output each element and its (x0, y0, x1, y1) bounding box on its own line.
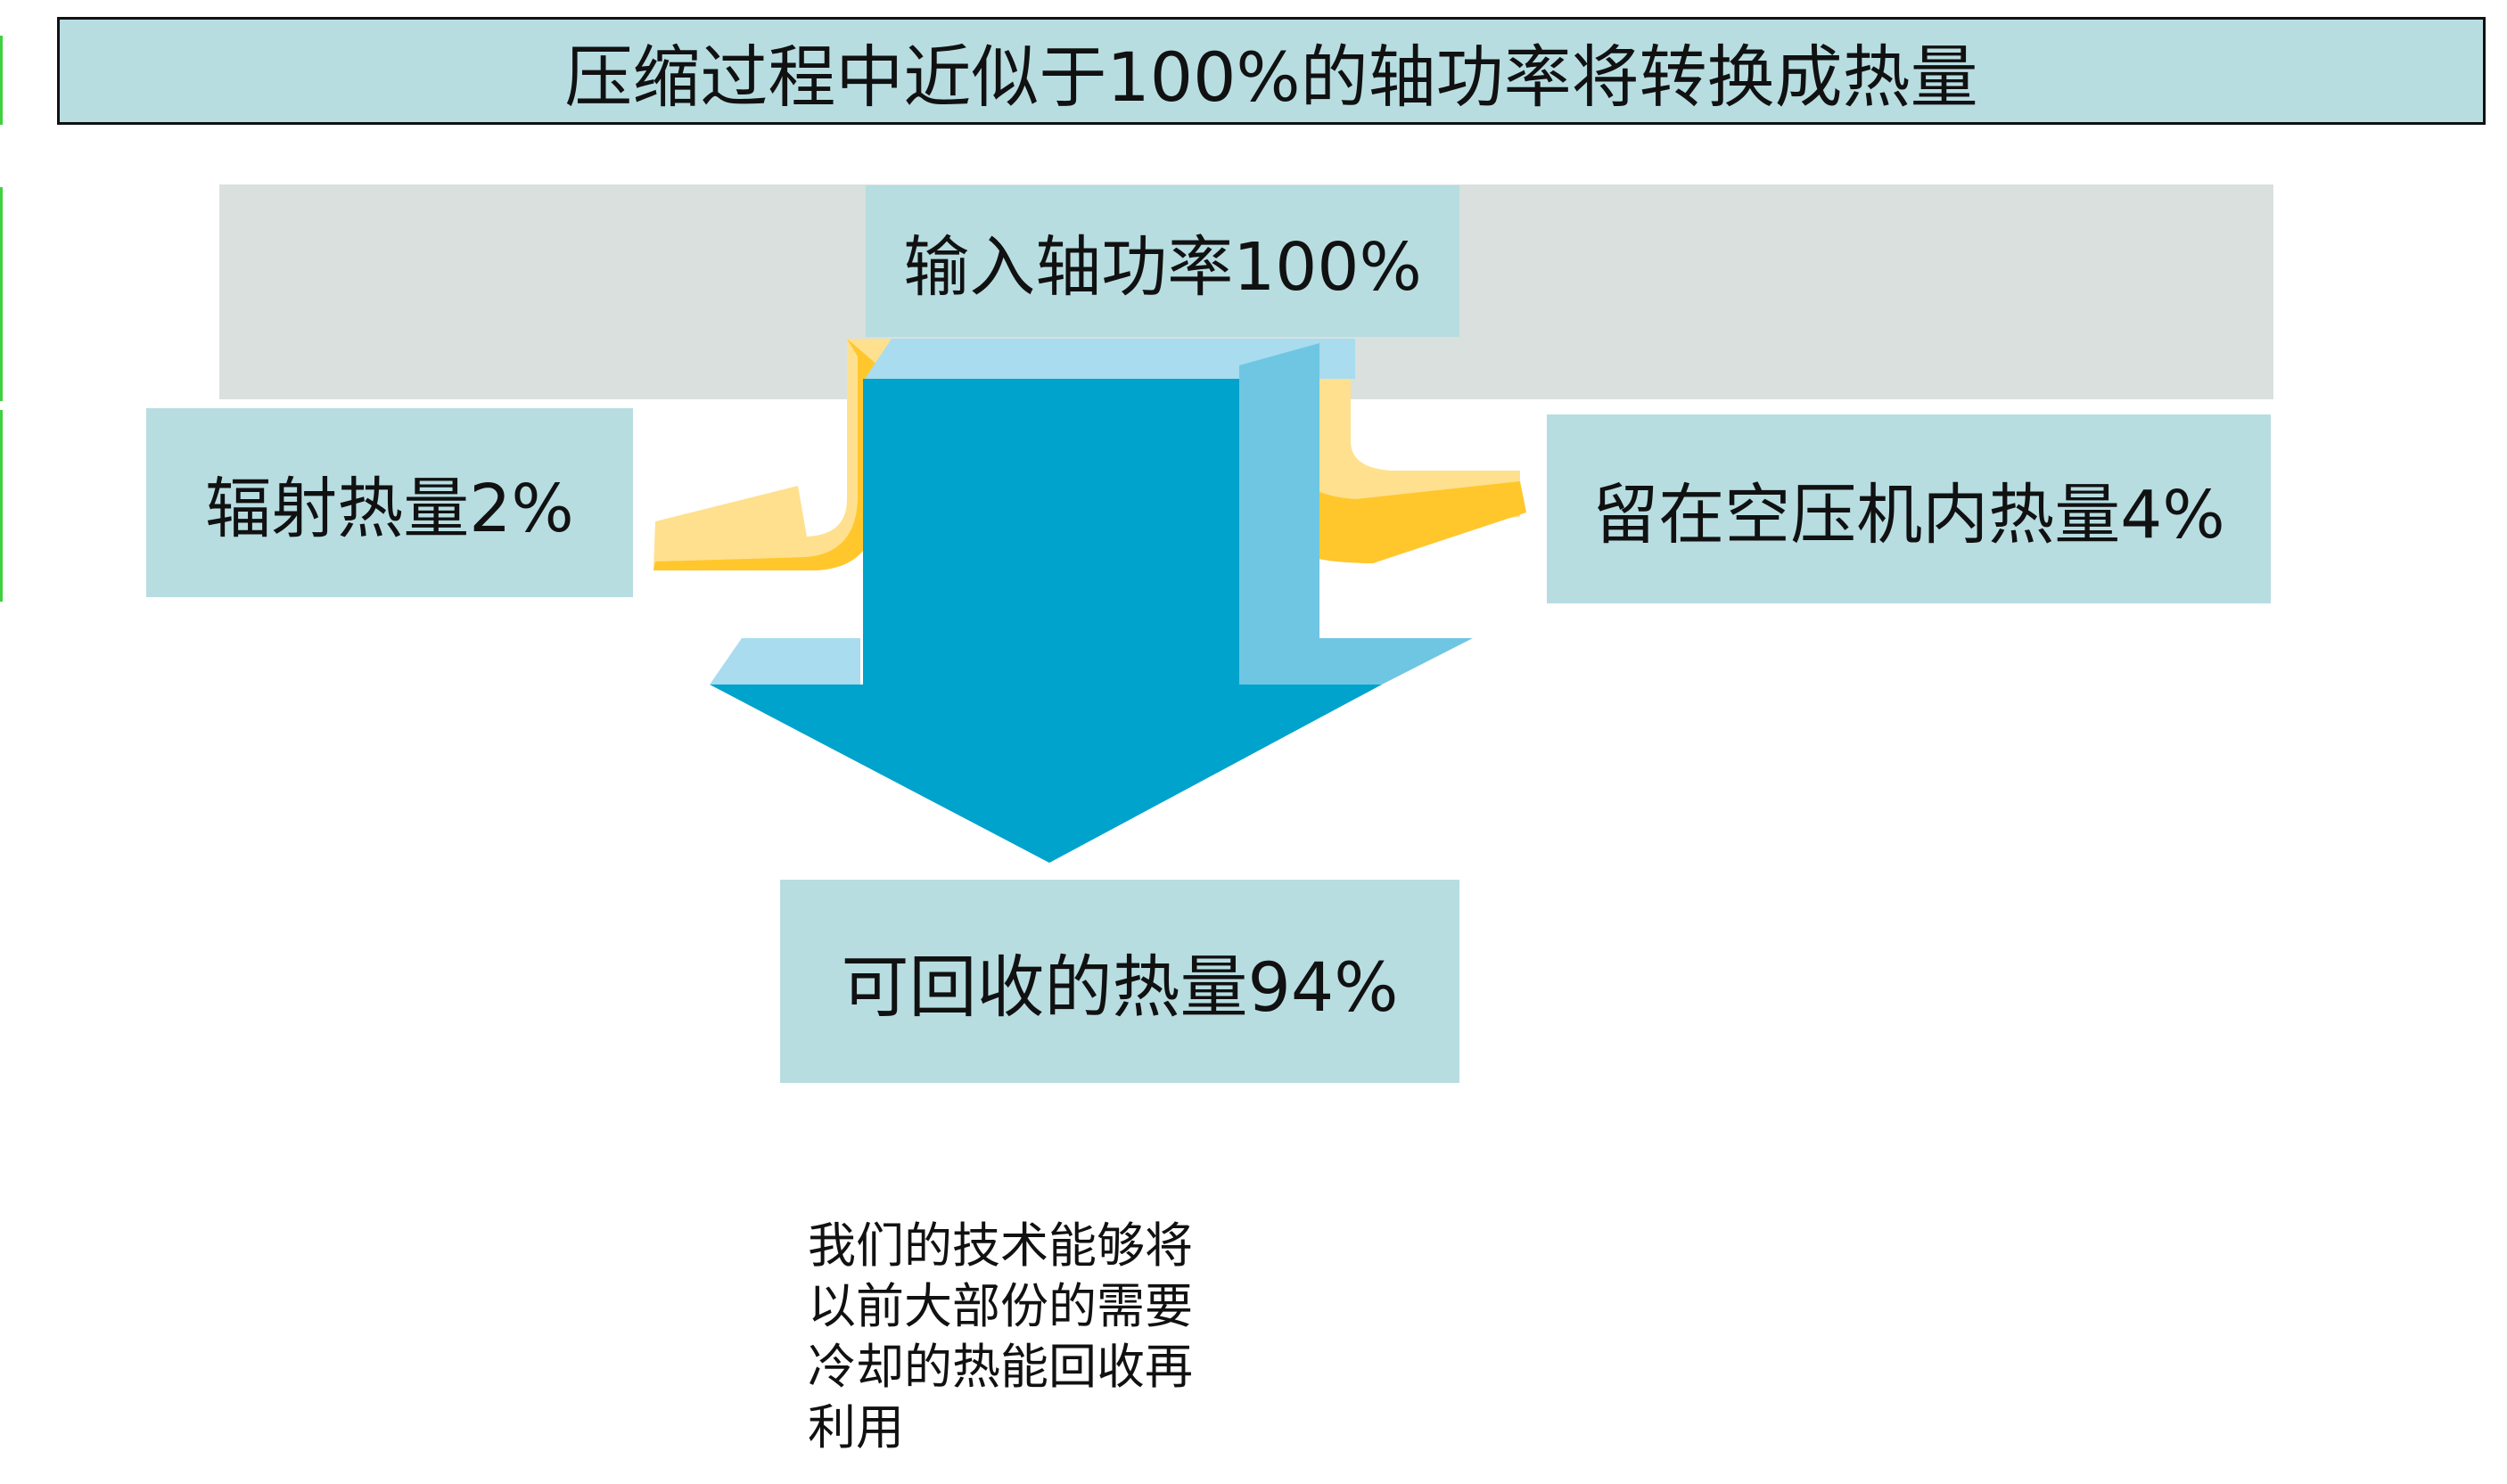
radiation-heat-arrow-edge (653, 339, 878, 570)
note-line: 冷却的热能回收再 (808, 1339, 1193, 1395)
retained-heat-label: 留在空压机内热量4% (1547, 414, 2271, 603)
main-arrow-top-face (865, 339, 1355, 379)
main-arrow-right-wing (1230, 638, 1473, 685)
input-power-label: 输入轴功率100% (866, 185, 1459, 337)
radiation-heat-label: 辐射热量2% (146, 408, 633, 597)
note-line: 利用 (808, 1399, 904, 1455)
main-arrow-left-wing (710, 638, 860, 685)
edge-marker (0, 410, 3, 602)
title-banner: 压缩过程中近似于100%的轴功率将转换成热量 (57, 17, 2486, 125)
edge-marker (0, 36, 3, 125)
recoverable-heat-label: 可回收的热量94% (780, 880, 1459, 1083)
main-arrow-side-face (1239, 343, 1319, 642)
edge-marker (0, 187, 3, 401)
note-line: 我们的技术能够将 (808, 1218, 1193, 1274)
main-arrow-body (710, 379, 1382, 863)
note-line: 以前大部份的需要 (808, 1278, 1193, 1334)
description-note: 我们的技术能够将 以前大部份的需要 冷却的热能回收再 利用 (808, 1216, 1236, 1458)
